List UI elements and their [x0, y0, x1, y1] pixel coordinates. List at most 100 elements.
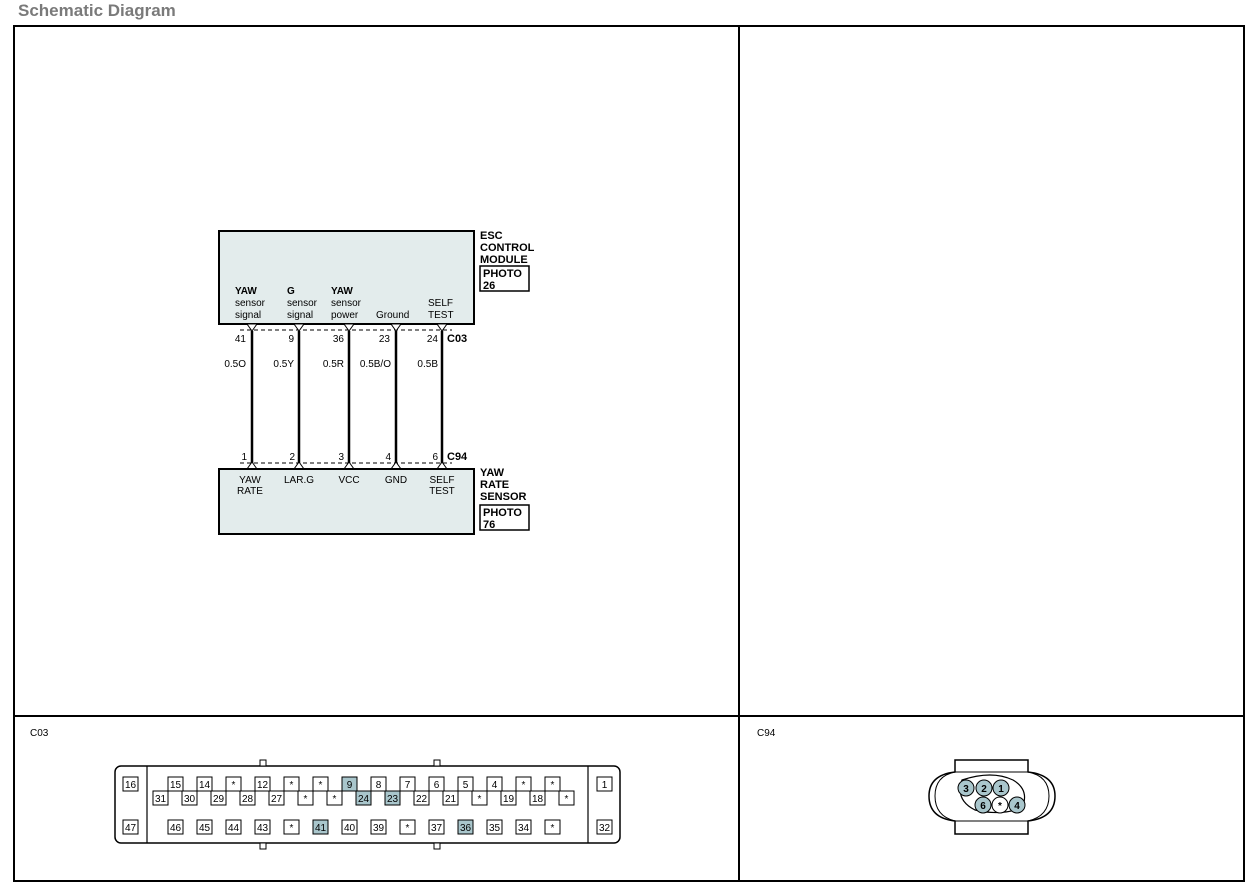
- sensor-name-line-1: YAW: [480, 467, 505, 479]
- c03-pin-cell: [254, 819, 271, 835]
- c03-pin-cell: [196, 776, 213, 792]
- sensor-signal-4-line-1: GND: [385, 475, 407, 486]
- c03-pin-cell: [167, 819, 184, 835]
- yaw-sensor-signal-labels: YAW RATE LAR.G VCC GND SELF TEST: [237, 475, 455, 497]
- c03-pin-cell: [428, 819, 445, 835]
- c03-pin-cell: [196, 819, 213, 835]
- esc-signal-1-line-2: sensor: [235, 298, 266, 309]
- c03-pin-number: 6: [434, 780, 440, 791]
- c03-pin-cell: [283, 819, 300, 835]
- c03-pin-number: *: [522, 780, 526, 791]
- c03-pin-number: *: [290, 823, 294, 834]
- c94-pin-cell: [975, 779, 993, 797]
- wire-color-3: 0.5R: [323, 359, 344, 370]
- c03-pin-number: 37: [431, 823, 443, 834]
- c94-pin-number: 1: [998, 784, 1004, 795]
- esc-name-line-1: ESC: [480, 230, 503, 242]
- c03-pin-47: 47: [125, 823, 137, 834]
- sensor-signal-3-line-1: VCC: [338, 475, 359, 486]
- esc-pin-23: 23: [379, 334, 391, 345]
- esc-pin-numbers: 41 9 36 23 24 C03: [235, 333, 467, 345]
- c03-pin-1: 1: [602, 780, 608, 791]
- c03-pin-number: 21: [445, 794, 457, 805]
- c03-pin-number: 24: [358, 794, 370, 805]
- esc-photo-box[interactable]: [479, 265, 530, 292]
- c03-pin-number: 23: [387, 794, 399, 805]
- c03-pin-number: 46: [170, 823, 182, 834]
- c03-pin-number: 30: [184, 794, 196, 805]
- c03-pin-cell: [297, 790, 314, 806]
- c03-pin-cell: [312, 776, 329, 792]
- c03-pin-cell: [529, 790, 546, 806]
- c03-pin-number: 36: [460, 823, 472, 834]
- c03-pin-number: 29: [213, 794, 225, 805]
- c03-pin-cell: [413, 790, 430, 806]
- sensor-photo-box[interactable]: [479, 504, 530, 531]
- esc-name-line-3: MODULE: [480, 254, 528, 266]
- c03-pin-number: 9: [347, 780, 353, 791]
- esc-connector-c03: C03: [447, 333, 467, 345]
- esc-signal-2-line-2: sensor: [287, 298, 318, 309]
- c03-pin-cell: [268, 790, 285, 806]
- esc-pin-9: 9: [288, 334, 294, 345]
- c94-pin-number: 3: [963, 784, 969, 795]
- c03-pin-number: *: [304, 794, 308, 805]
- c03-pin-cell: [457, 776, 474, 792]
- c94-pin-cell: [992, 779, 1010, 797]
- wire-colors: 0.5O 0.5Y 0.5R 0.5B/O 0.5B: [224, 359, 438, 370]
- c03-pin-number: *: [232, 780, 236, 791]
- c94-view-label: C94: [757, 728, 776, 739]
- c03-pin-cell: [515, 776, 532, 792]
- esc-signal-labels: YAW sensor signal G sensor signal YAW se…: [235, 286, 454, 321]
- c03-pin-number: 39: [373, 823, 385, 834]
- sensor-pin-3: 3: [338, 452, 344, 463]
- esc-signal-5-line-2: TEST: [428, 310, 454, 321]
- sensor-pin-1: 1: [241, 452, 247, 463]
- c03-pin-cell: [370, 776, 387, 792]
- c03-pin-cell: [326, 790, 343, 806]
- c03-pin-cell: [486, 776, 503, 792]
- c94-pin-number: *: [998, 801, 1002, 812]
- esc-terminals: [246, 323, 448, 332]
- c94-pin-cell: [1008, 796, 1026, 814]
- sensor-pin-numbers: 1 2 3 4 6 C94: [241, 451, 468, 463]
- esc-pin-36: 36: [333, 334, 345, 345]
- esc-signal-2-line-3: signal: [287, 310, 313, 321]
- c03-pin-cell: [370, 819, 387, 835]
- sensor-pin-2: 2: [289, 452, 295, 463]
- c03-pin-number: 28: [242, 794, 254, 805]
- esc-signal-3-line-3: power: [331, 310, 359, 321]
- c03-pin-number: *: [565, 794, 569, 805]
- c03-pin-number: 5: [463, 780, 469, 791]
- c03-pin-number: 34: [518, 823, 530, 834]
- c03-pin-cell: [167, 776, 184, 792]
- c03-pin-number: 41: [315, 823, 327, 834]
- esc-signal-3-line-1: YAW: [331, 286, 353, 297]
- sensor-signal-2-line-1: LAR.G: [284, 475, 314, 486]
- c03-pin-number: 35: [489, 823, 501, 834]
- c03-pin-cell: [471, 790, 488, 806]
- wire-color-4: 0.5B/O: [360, 359, 391, 370]
- c03-pin-number: 19: [503, 794, 515, 805]
- sensor-pin-6: 6: [432, 452, 438, 463]
- c03-pin-number: *: [333, 794, 337, 805]
- c03-pin-16: 16: [125, 780, 137, 791]
- c03-pin-32: 32: [599, 823, 611, 834]
- c94-pin-number: 2: [981, 784, 987, 795]
- c03-pin-cell: [341, 776, 358, 792]
- c03-pin-cell: [283, 776, 300, 792]
- yaw-sensor-name: YAW RATE SENSOR: [480, 467, 527, 503]
- c03-pin-number: 40: [344, 823, 356, 834]
- c03-pin-cell: [312, 819, 329, 835]
- c03-pin-number: *: [406, 823, 410, 834]
- esc-signal-4-line-1: Ground: [376, 310, 409, 321]
- c03-pin-cell: [544, 776, 561, 792]
- c94-pin-number: 6: [980, 801, 986, 812]
- sensor-signal-5-line-2: TEST: [429, 486, 455, 497]
- c03-pin-cell: [254, 776, 271, 792]
- c03-pin-number: *: [551, 823, 555, 834]
- c03-pin-number: *: [290, 780, 294, 791]
- c03-pin-number: 31: [155, 794, 167, 805]
